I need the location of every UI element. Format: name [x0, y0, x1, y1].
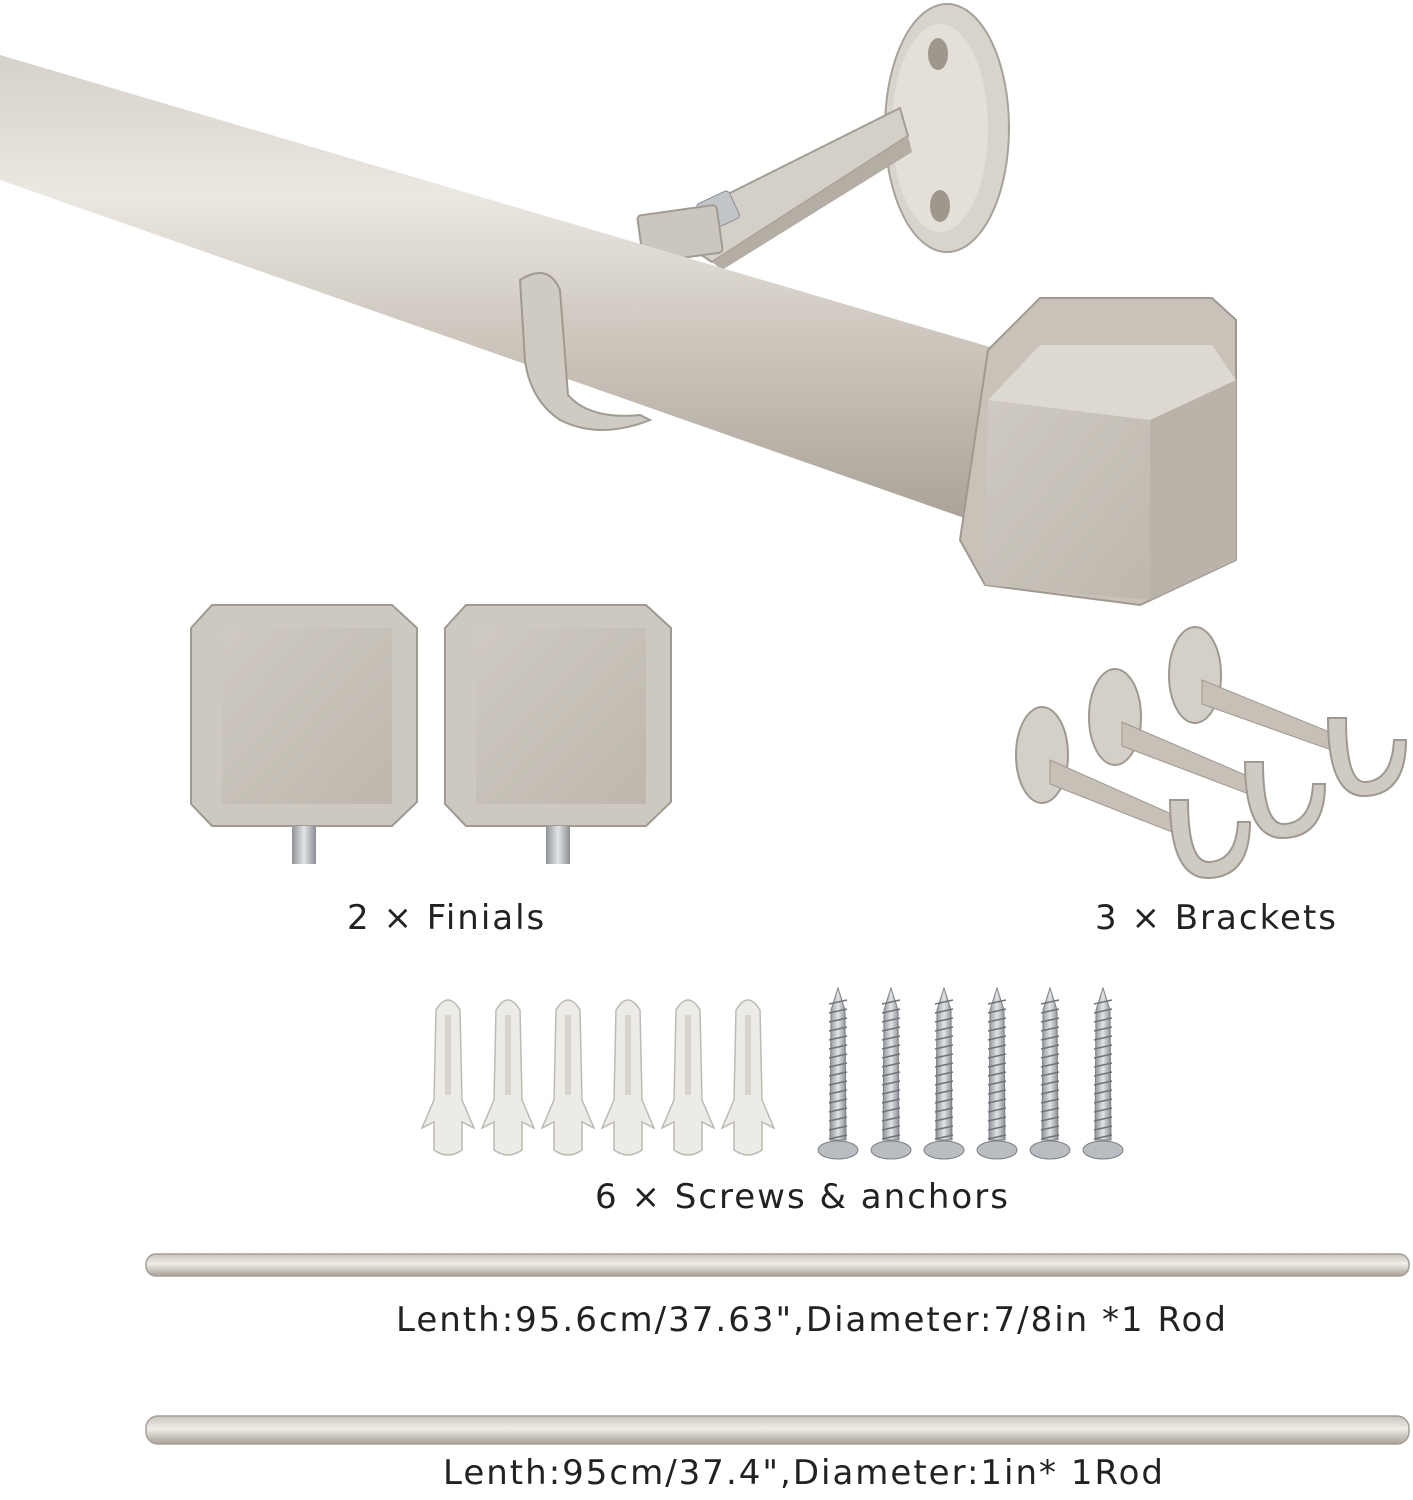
rod-1-caption: Lenth:95.6cm/37.63",Diameter:7/8in *1 Ro…: [396, 1300, 1228, 1340]
rod-2-image: [145, 1415, 1410, 1445]
brackets-group: [1015, 626, 1408, 880]
anchor-icon: [660, 999, 716, 1156]
finial-icon: [190, 604, 418, 864]
anchor-icon: [720, 999, 776, 1156]
screw-icon: [817, 986, 859, 1160]
anchor-icon: [540, 999, 596, 1156]
finials-caption: 2 × Finials: [347, 898, 547, 938]
hero-rod: [0, 55, 1000, 520]
anchor-icon: [480, 999, 536, 1156]
screw-icon: [923, 986, 965, 1160]
anchor-icon: [600, 999, 656, 1156]
rod-holder-hook-icon: [518, 271, 653, 431]
brackets-caption: 3 × Brackets: [1095, 898, 1339, 938]
finial-icon: [444, 604, 672, 864]
bracket-icon: [1015, 706, 1252, 880]
rod-1-image: [145, 1253, 1410, 1277]
bracket-icon: [1168, 626, 1408, 798]
screws-group: [817, 986, 1124, 1160]
anchor-icon: [420, 999, 476, 1156]
screw-icon: [1082, 986, 1124, 1160]
hero-assembly: [0, 3, 1237, 607]
wall-plate-icon: [884, 3, 1010, 253]
screw-icon: [1029, 986, 1071, 1160]
screws-anchors-caption: 6 × Screws & anchors: [595, 1177, 1010, 1217]
screw-icon: [976, 986, 1018, 1160]
hero-finial-icon: [958, 297, 1237, 607]
screw-icon: [870, 986, 912, 1160]
rod-2-caption: Lenth:95cm/37.4",Diameter:1in* 1Rod: [443, 1453, 1165, 1493]
finials-group: [190, 604, 672, 864]
anchors-group: [420, 999, 776, 1156]
bracket-icon: [1088, 668, 1327, 840]
